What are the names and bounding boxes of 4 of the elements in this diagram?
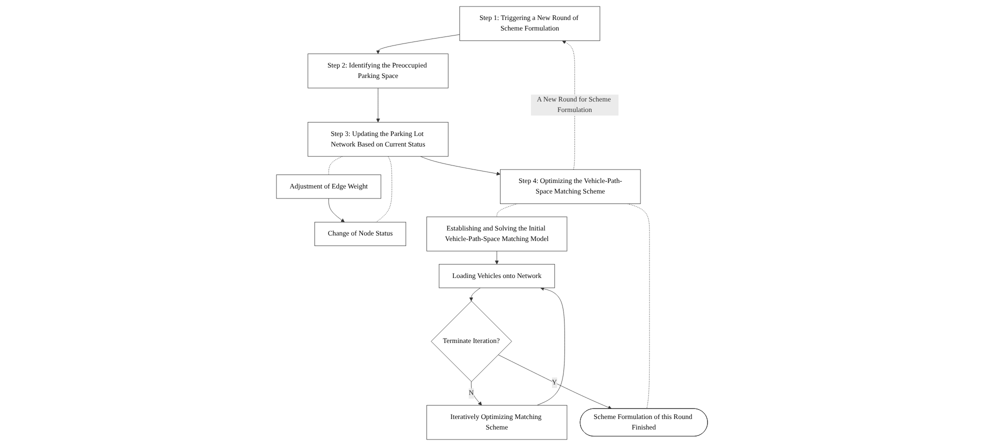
connector bbox=[376, 156, 392, 222]
connector bbox=[627, 204, 650, 410]
connector bbox=[328, 156, 343, 176]
connector bbox=[496, 204, 518, 218]
